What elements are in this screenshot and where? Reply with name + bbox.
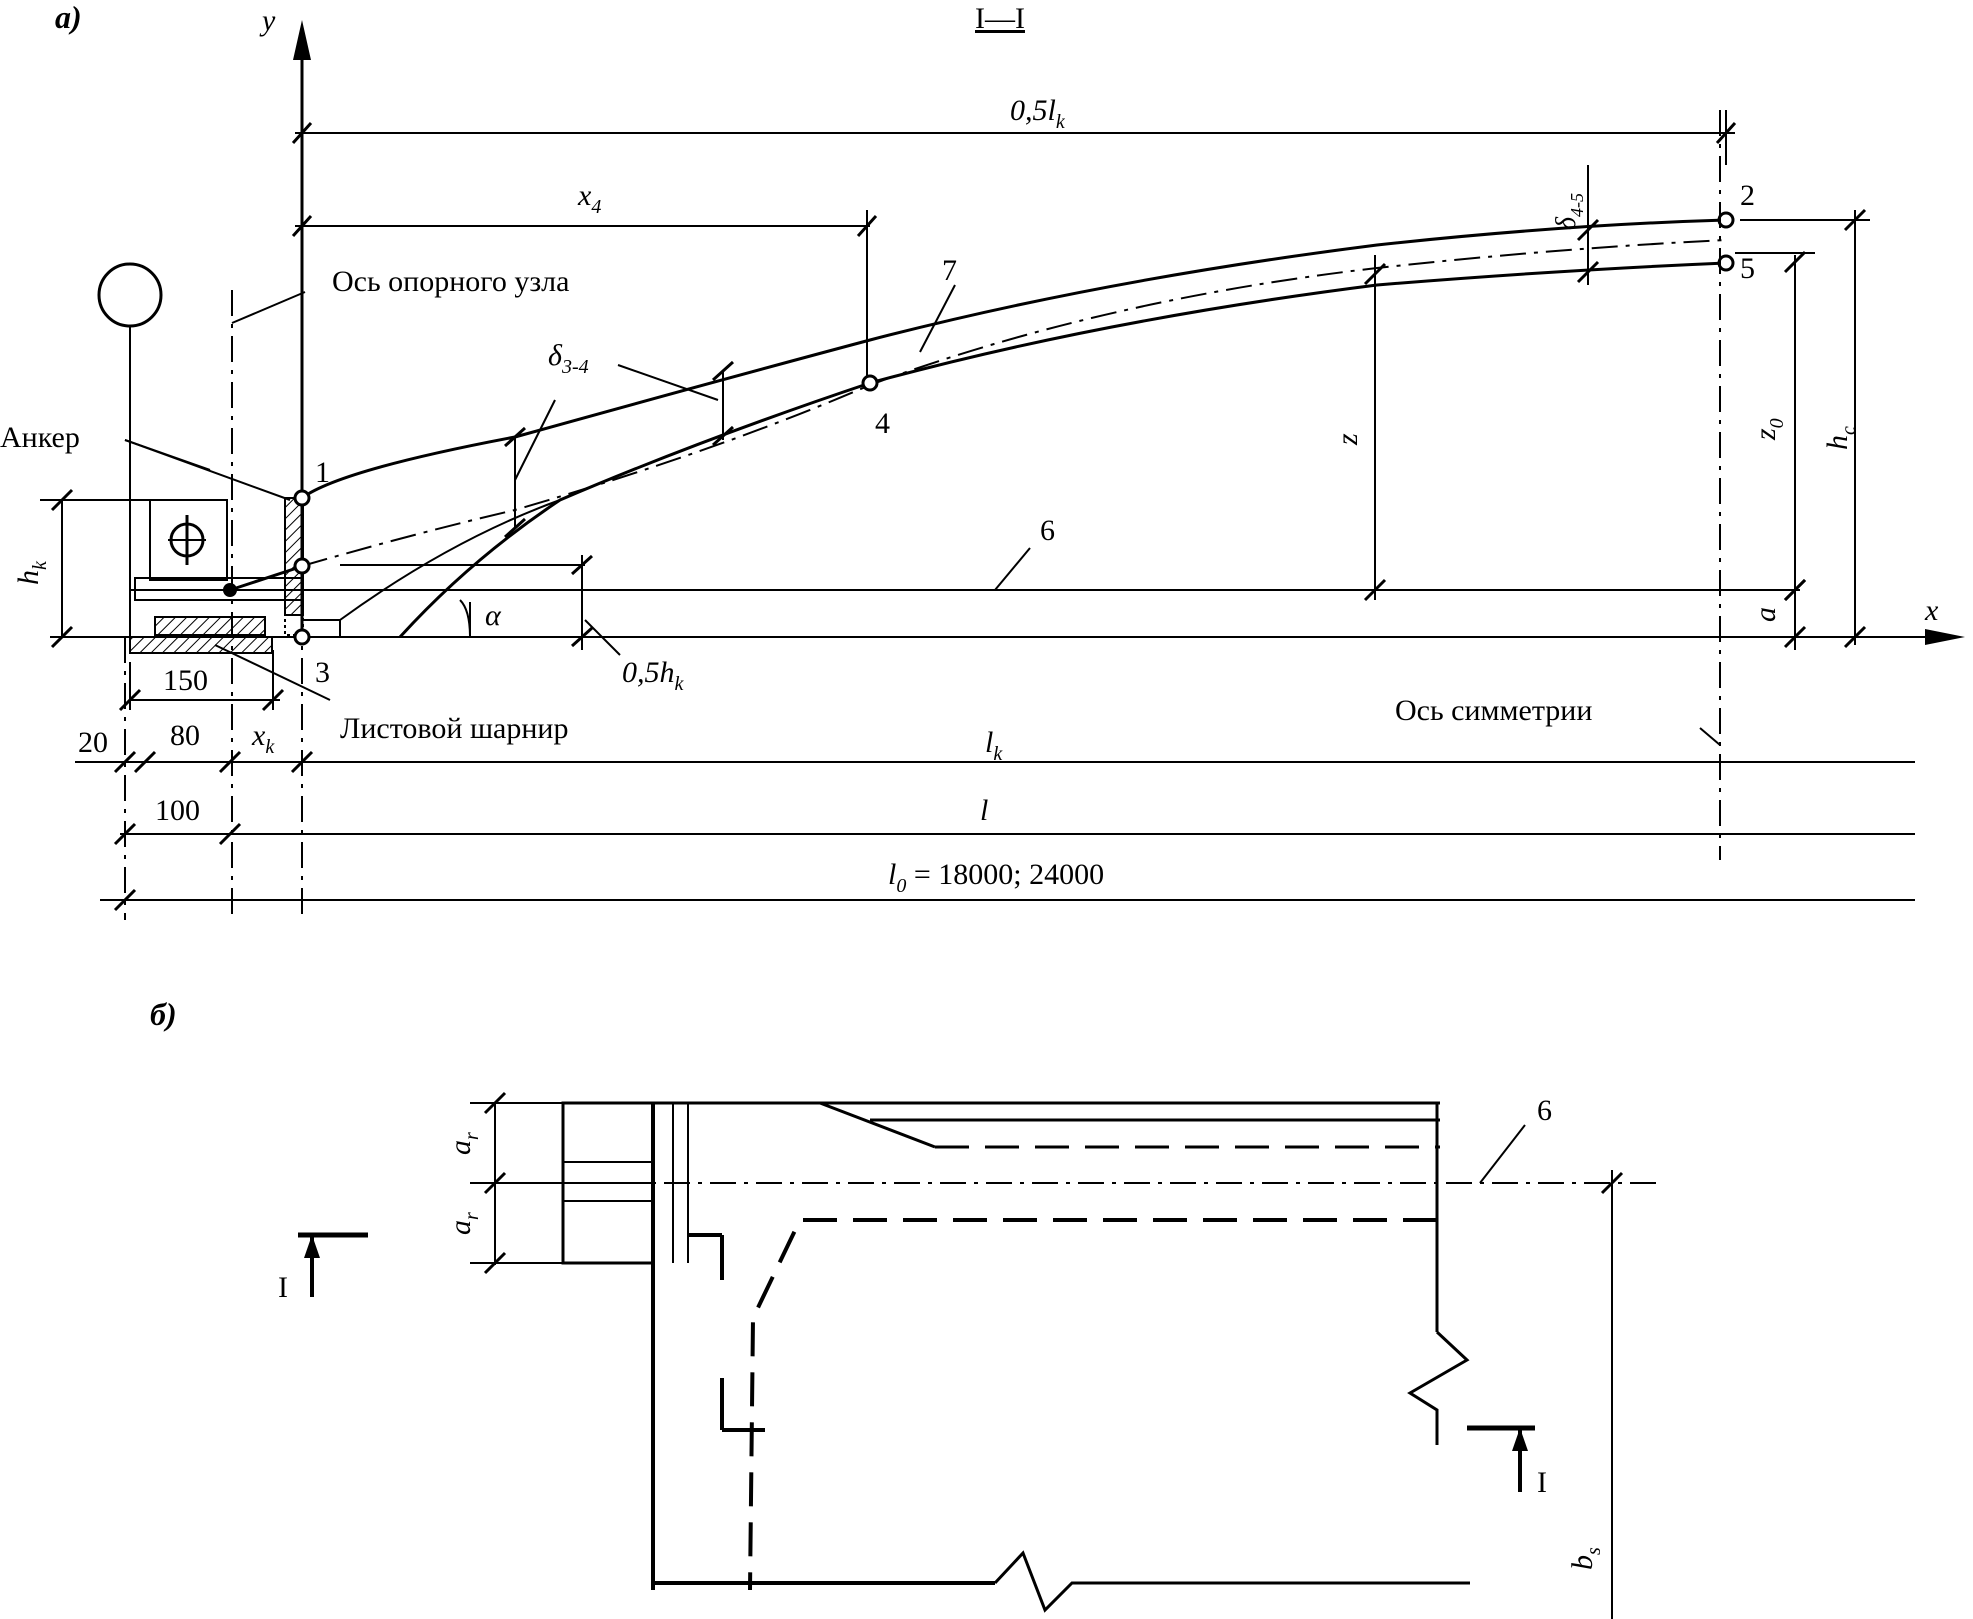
alpha-arc [459, 599, 471, 638]
point-4 [861, 374, 879, 392]
alpha-label: α [485, 599, 502, 632]
section-mark-left: I [278, 1271, 288, 1304]
hatched-pad [154, 616, 266, 636]
y-axis-arrow [293, 20, 311, 60]
ar-label-top: ar [444, 1132, 483, 1155]
line-7-label: 7 [942, 254, 957, 287]
panel-a-label: а) [55, 0, 82, 35]
support-axis-label: Ось опорного узла [332, 265, 569, 298]
point-5-label: 5 [1740, 252, 1755, 285]
x-axis-label: x [1924, 594, 1939, 627]
dim-100-label: 100 [155, 794, 200, 827]
delta-45-label: δ4-5 [1551, 193, 1587, 230]
dim-20-label: 20 [78, 726, 108, 759]
bs-label: bs [1566, 1547, 1605, 1570]
break-right [1407, 1330, 1470, 1445]
anchor-label: Анкер [0, 421, 80, 454]
z0-label: z0 [1749, 418, 1788, 441]
anchor-plate [149, 499, 228, 581]
circle-marker [97, 262, 163, 328]
point-1-label: 1 [315, 456, 330, 489]
half-hk-label: 0,5hk [622, 656, 685, 695]
line-6-b-label: 6 [1537, 1094, 1552, 1127]
y-axis-label: y [259, 4, 276, 37]
break-bottom [993, 1550, 1470, 1613]
x4-label: x4 [577, 179, 601, 218]
ar-label-bottom: ar [444, 1212, 483, 1235]
lower-chord [398, 261, 1727, 639]
panel-a: а) I—I y x 0,5lk x4 Ось опорного узла Ан… [0, 0, 1965, 920]
dim-80-label: 80 [170, 719, 200, 752]
point-2-label: 2 [1740, 179, 1755, 212]
point-1 [293, 489, 311, 507]
symmetry-axis-label: Ось симметрии [1395, 694, 1592, 727]
point-2 [1717, 211, 1735, 229]
section-title: I—I [975, 2, 1025, 35]
hk-label: hk [12, 560, 51, 585]
point-4-label: 4 [875, 407, 890, 440]
half-span-label: 0,5lk [1010, 94, 1066, 133]
vertical-stiffener [284, 497, 304, 616]
z-label: z [1331, 433, 1364, 446]
strut [229, 564, 304, 592]
sheet-hinge-plate [129, 636, 273, 654]
xk-label: xk [251, 719, 275, 758]
dashed-inner-contour [748, 1218, 1437, 1591]
upper-chord [301, 218, 1727, 500]
sheet-hinge-label: Листовой шарнир [340, 712, 568, 745]
lk-label: lk [985, 726, 1003, 765]
panel-b-label: б) [150, 996, 177, 1032]
delta-34-label: δ3-4 [548, 339, 589, 378]
point-3 [293, 628, 311, 646]
lower-chord-tail [339, 499, 561, 621]
dim-150-label: 150 [163, 664, 208, 697]
point-3-label: 3 [315, 656, 330, 689]
strut-node [293, 557, 311, 575]
point-5 [1717, 254, 1735, 272]
l0-label: l0 = 18000; 24000 [888, 858, 1104, 897]
section-mark-right: I [1537, 1466, 1547, 1499]
panel-b: б) 6 ar ar bs [150, 996, 1660, 1619]
axis-line-7 [301, 239, 1727, 567]
a-label: a [1749, 607, 1782, 622]
line-6-label: 6 [1040, 514, 1055, 547]
hc-label: hc [1821, 426, 1860, 450]
l-label: l [980, 794, 988, 827]
x-axis-arrow [1925, 629, 1965, 645]
